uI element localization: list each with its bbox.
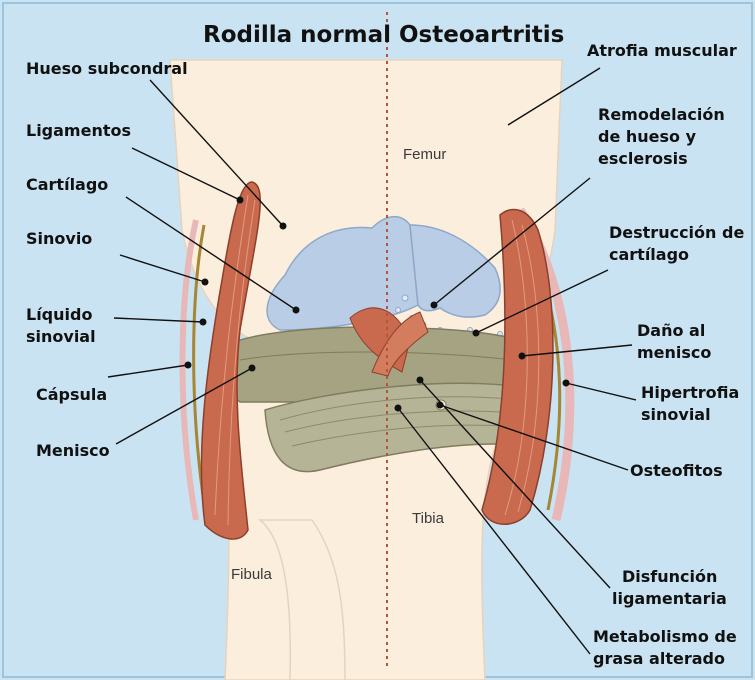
- label-destruccion-cartilago: Destrucción de cartílago: [609, 222, 744, 266]
- label-remodelacion-line1: Remodelación: [598, 104, 725, 126]
- label-hipertrofia-line1: Hipertrofia: [641, 382, 739, 404]
- label-metabolismo-line2: grasa alterado: [593, 648, 737, 670]
- label-atrofia-muscular: Atrofia muscular: [587, 40, 737, 62]
- label-dano-menisco: Daño al menisco: [637, 320, 711, 364]
- label-sinovio: Sinovio: [26, 228, 92, 250]
- label-disfuncion-line2: ligamentaria: [612, 588, 727, 610]
- tibia-label: Tibia: [412, 510, 444, 527]
- label-remodelacion-line3: esclerosis: [598, 148, 725, 170]
- label-remodelacion: Remodelación de hueso y esclerosis: [598, 104, 725, 170]
- femur-label: Femur: [403, 146, 446, 163]
- label-osteofitos: Osteofitos: [630, 460, 723, 482]
- label-liquido-sinovial: Líquido sinovial: [26, 304, 96, 348]
- label-dano-line2: menisco: [637, 342, 711, 364]
- label-cartilago: Cartílago: [26, 174, 108, 196]
- label-hipertrofia-sinovial: Hipertrofia sinovial: [641, 382, 739, 426]
- label-liquido-line2: sinovial: [26, 326, 96, 348]
- label-disfuncion-ligamentaria: Disfunción ligamentaria: [612, 566, 727, 610]
- label-remodelacion-line2: de hueso y: [598, 126, 725, 148]
- label-menisco: Menisco: [36, 440, 110, 462]
- label-ligamentos: Ligamentos: [26, 120, 131, 142]
- label-metabolismo-line1: Metabolismo de: [593, 626, 737, 648]
- label-liquido-line1: Líquido: [26, 304, 96, 326]
- label-capsula: Cápsula: [36, 384, 107, 406]
- label-hueso-subcondral: Hueso subcondral: [26, 58, 188, 80]
- title-normal-knee: Rodilla normal: [203, 22, 391, 48]
- fibula-label: Fibula: [231, 566, 272, 583]
- label-hipertrofia-line2: sinovial: [641, 404, 739, 426]
- label-dano-line1: Daño al: [637, 320, 711, 342]
- label-destruccion-line2: cartílago: [609, 244, 744, 266]
- label-destruccion-line1: Destrucción de: [609, 222, 744, 244]
- label-metabolismo-grasa: Metabolismo de grasa alterado: [593, 626, 737, 670]
- title-osteoarthritis: Osteoartritis: [399, 22, 564, 48]
- label-disfuncion-line1: Disfunción: [612, 566, 727, 588]
